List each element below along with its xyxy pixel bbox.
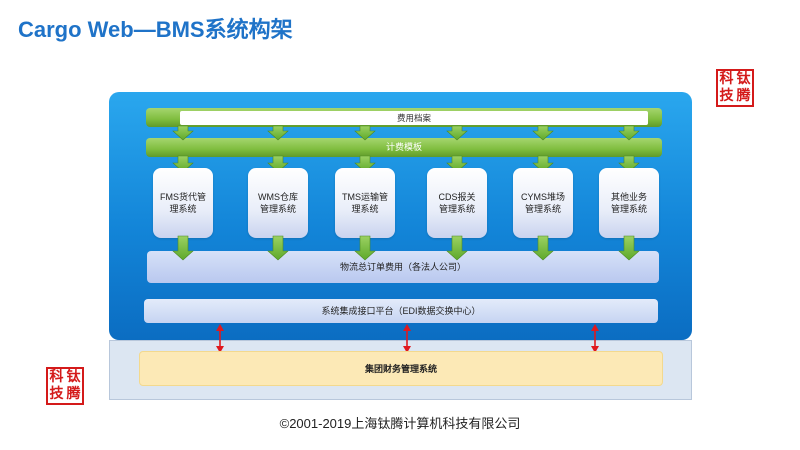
module-other: 其他业务管理系统	[599, 168, 659, 238]
seal-char: 钛	[736, 71, 751, 87]
flow-arrow-icon	[446, 155, 468, 173]
copyright-text: ©2001-2019上海钛腾计算机科技有限公司	[279, 416, 521, 431]
module-label: FMS货代管	[160, 192, 206, 202]
seal-char: 腾	[736, 88, 751, 104]
arrow-head-icon	[591, 324, 599, 331]
order-fee-band: 物流总订单费用（各法人公司）	[147, 251, 659, 283]
flow-arrow-icon	[618, 125, 640, 141]
module-label: TMS运输管	[342, 192, 388, 202]
seal-char: 技	[49, 386, 64, 402]
module-label: 管理系统	[438, 204, 475, 214]
flow-arrow-icon	[532, 155, 554, 173]
module-label: 理系统	[351, 204, 379, 214]
module-wms: WMS仓库管理系统	[248, 168, 308, 238]
arrow-head-icon	[403, 324, 411, 331]
module-label: WMS仓库	[258, 192, 298, 202]
module-label: CYMS堆场	[520, 192, 565, 202]
flow-arrow-icon	[618, 155, 640, 173]
seal-char: 科	[719, 71, 734, 87]
company-seal-bottom: 科 钛 技 腾	[46, 367, 84, 405]
flow-arrow-icon	[532, 235, 554, 261]
flow-arrow-icon	[618, 235, 640, 261]
flow-arrow-icon	[267, 125, 289, 141]
flow-arrow-icon	[172, 235, 194, 261]
module-cyms: CYMS堆场管理系统	[513, 168, 573, 238]
module-label: 理系统	[169, 204, 197, 214]
flow-arrow-icon	[267, 235, 289, 261]
flow-arrow-icon	[446, 125, 468, 141]
flow-arrow-icon	[446, 235, 468, 261]
page-title: Cargo Web—BMS系统构架	[18, 17, 293, 42]
arrow-head-icon	[591, 346, 599, 353]
edi-platform-band: 系统集成接口平台（EDI数据交换中心）	[144, 299, 658, 323]
arrow-head-icon	[216, 346, 224, 353]
module-tms: TMS运输管理系统	[335, 168, 395, 238]
arrow-head-icon	[216, 324, 224, 331]
module-label: 管理系统	[524, 204, 561, 214]
seal-char: 钛	[66, 369, 81, 385]
seal-char: 科	[49, 369, 64, 385]
flow-arrow-icon	[172, 155, 194, 173]
module-label: 其他业务	[610, 192, 647, 202]
finance-system-band: 集团财务管理系统	[139, 351, 663, 386]
module-label: 管理系统	[259, 204, 296, 214]
module-fms: FMS货代管理系统	[153, 168, 213, 238]
company-seal-top: 科 钛 技 腾	[716, 69, 754, 107]
module-label: CDS报关	[438, 192, 476, 202]
module-cds: CDS报关管理系统	[427, 168, 487, 238]
flow-arrow-icon	[172, 125, 194, 141]
flow-arrow-icon	[532, 125, 554, 141]
flow-arrow-icon	[267, 155, 289, 173]
seal-char: 腾	[66, 386, 81, 402]
flow-arrow-icon	[354, 155, 376, 173]
module-label: 管理系统	[610, 204, 647, 214]
arrow-head-icon	[403, 346, 411, 353]
flow-arrow-icon	[354, 235, 376, 261]
template-bar: 计费模板	[146, 138, 662, 157]
flow-arrow-icon	[354, 125, 376, 141]
archive-label: 费用档案	[180, 111, 648, 125]
seal-char: 技	[719, 88, 734, 104]
